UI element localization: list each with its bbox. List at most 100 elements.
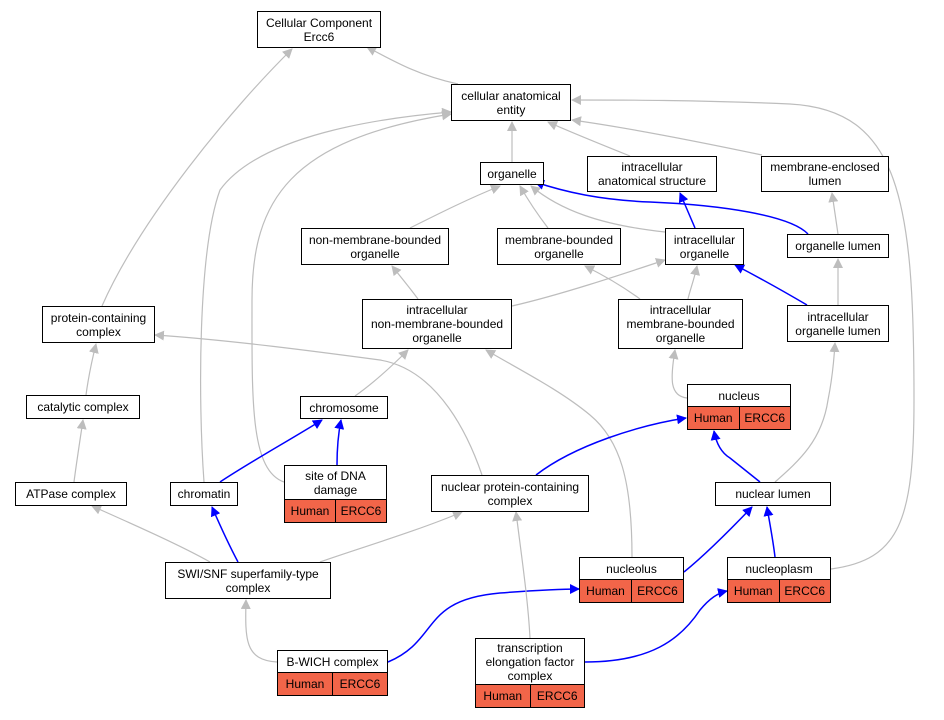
edge-is-a-cellular-anatomical-entity-to-cellular-component-ercc6 [366,46,459,85]
node-label: catalytic complex [37,400,129,414]
node-label: protein-containing complex [50,310,147,339]
node-label: Cellular Component Ercc6 [265,15,373,44]
node-label: nucleus [718,388,760,403]
annotation-row: Human ERCC6 [688,406,790,429]
edge-is-a-organelle-lumen-to-membrane-enclosed-lumen [828,192,839,235]
edge-is-a-transcription-elongation-factor-complex-to-nuclear-protein-containing-complex [512,511,531,639]
node-label: ATPase complex [26,487,116,501]
species-cell: Human [483,689,523,703]
edge-is-a-site-of-dna-damage-to-cellular-anatomical-entity [251,110,452,483]
edge-part-of-intracellular-organelle-lumen-to-intracellular-organelle [734,264,808,306]
edge-is-a-chromatin-to-cellular-anatomical-entity [199,107,452,483]
node-label: organelle lumen [795,239,881,253]
annotation-row: Human ERCC6 [476,684,584,707]
edge-part-of-nucleoplasm-to-nuclear-lumen [763,506,776,558]
annotation-row: Human ERCC6 [278,672,387,695]
edge-part-of-nuclear-lumen-to-nucleus [710,430,761,483]
node-nuclear-protein-containing-complex[interactable]: nuclear protein-containing complex [431,475,589,512]
species-cell: Human [693,411,733,425]
edge-is-a-membrane-enclosed-lumen-to-cellular-anatomical-entity [571,116,763,156]
edge-part-of-nucleolus-to-nuclear-lumen [683,506,753,573]
node-organelle[interactable]: organelle [480,162,544,185]
edge-is-a-intracellular-membrane-bounded-organelle-to-intracellular-organelle [687,265,701,300]
node-chromosome[interactable]: chromosome [300,396,388,419]
edge-is-a-membrane-bounded-organelle-to-organelle [519,185,549,229]
edge-is-a-swi-snf-superfamily-type-complex-to-atpase-complex [91,505,211,563]
node-organelle-lumen[interactable]: organelle lumen [787,234,889,258]
node-non-membrane-bounded-organelle[interactable]: non-membrane-bounded organelle [301,228,449,265]
node-site-of-dna-damage[interactable]: site of DNA damage Human ERCC6 [284,465,387,523]
node-label: intracellular anatomical structure [597,160,707,188]
node-protein-containing-complex[interactable]: protein-containing complex [42,306,155,343]
gene-cell: ERCC6 [332,673,387,695]
node-cellular-component-ercc6[interactable]: Cellular Component Ercc6 [257,11,381,48]
node-nucleus[interactable]: nucleus Human ERCC6 [687,384,791,430]
edge-is-a-intracellular-organelle-to-organelle [530,185,666,233]
node-b-wich-complex[interactable]: B-WICH complex Human ERCC6 [277,650,388,696]
edge-is-a-intracellular-anatomical-structure-to-cellular-anatomical-entity [547,121,631,157]
node-label: intracellular organelle lumen [795,309,881,338]
node-membrane-bounded-organelle[interactable]: membrane-bounded organelle [497,228,621,265]
gene-cell: ERCC6 [335,500,386,522]
node-intracellular-membrane-bounded-organelle[interactable]: intracellular membrane-bounded organelle [618,299,743,349]
node-label: nuclear protein-containing complex [440,479,580,508]
node-membrane-enclosed-lumen[interactable]: membrane-enclosed lumen [761,156,889,192]
edge-part-of-intracellular-organelle-to-intracellular-anatomical-structure [678,192,696,229]
node-intracellular-organelle[interactable]: intracellular organelle [665,228,744,265]
node-nucleoplasm[interactable]: nucleoplasm Human ERCC6 [727,557,831,603]
node-label: membrane-bounded organelle [504,232,614,261]
node-label: nucleolus [606,561,657,576]
node-label: cellular anatomical entity [461,88,561,117]
species-cell: Human [586,584,625,598]
edge-part-of-nuclear-protein-containing-complex-to-nucleus [535,414,687,476]
species-cell: Human [290,504,330,518]
edge-layer [73,46,915,663]
annotation-row: Human ERCC6 [728,579,830,602]
edge-part-of-organelle-lumen-to-organelle [534,180,809,235]
edge-is-a-nuclear-protein-containing-complex-to-protein-containing-complex [154,330,483,476]
gene-cell: ERCC6 [529,685,585,707]
node-swi-snf-superfamily-type-complex[interactable]: SWI/SNF superfamily-type complex [165,562,331,599]
edge-is-a-atpase-complex-to-catalytic-complex [73,419,87,483]
node-label: SWI/SNF superfamily-type complex [177,566,319,595]
node-nuclear-lumen[interactable]: nuclear lumen [715,482,831,506]
edge-is-a-protein-containing-complex-to-cellular-component-ercc6 [101,48,293,307]
node-nucleolus[interactable]: nucleolus Human ERCC6 [579,557,684,603]
gene-cell: ERCC6 [631,580,683,602]
node-label: intracellular non-membrane-bounded organ… [370,303,504,345]
node-label: B-WICH complex [286,654,379,669]
node-label: intracellular membrane-bounded organelle [626,303,735,345]
edge-is-a-nucleoplasm-to-cellular-anatomical-entity [571,95,915,570]
species-cell: Human [285,677,325,691]
node-intracellular-organelle-lumen[interactable]: intracellular organelle lumen [787,305,889,342]
node-label: chromosome [309,400,379,415]
edge-is-a-intracellular-non-membrane-bounded-organelle-to-intracellular-organelle [511,258,666,307]
node-label: organelle [487,166,537,181]
edge-part-of-site-of-dna-damage-to-chromosome [334,419,345,466]
node-label: chromatin [177,487,231,501]
node-label: site of DNA damage [305,468,366,497]
edge-is-a-b-wich-complex-to-swi-snf-superfamily-type-complex [240,599,278,663]
edge-part-of-transcription-elongation-factor-complex-to-nucleoplasm [584,588,728,663]
node-atpase-complex[interactable]: ATPase complex [15,482,127,506]
edge-is-a-catalytic-complex-to-protein-containing-complex [85,343,99,396]
edge-is-a-intracellular-non-membrane-bounded-organelle-to-non-membrane-bounded-organelle [391,265,419,300]
node-label: nucleoplasm [745,561,813,576]
node-intracellular-non-membrane-bounded-organelle[interactable]: intracellular non-membrane-bounded organ… [362,299,512,349]
node-cellular-anatomical-entity[interactable]: cellular anatomical entity [451,84,571,121]
edge-part-of-b-wich-complex-to-nucleolus [387,584,580,663]
node-intracellular-anatomical-structure[interactable]: intracellular anatomical structure [587,156,717,192]
edge-is-a-nuclear-lumen-to-intracellular-organelle-lumen [774,342,840,483]
node-catalytic-complex[interactable]: catalytic complex [26,395,140,419]
node-transcription-elongation-factor-complex[interactable]: transcription elongation factor complex … [475,638,585,708]
edge-part-of-chromatin-to-chromosome [219,419,323,483]
annotation-row: Human ERCC6 [580,579,683,602]
edge-is-a-chromosome-to-intracellular-non-membrane-bounded-organelle [354,349,409,397]
node-label: non-membrane-bounded organelle [308,232,442,261]
node-label: membrane-enclosed lumen [770,160,880,188]
edge-is-a-nucleolus-to-intracellular-non-membrane-bounded-organelle [485,349,633,558]
node-chromatin[interactable]: chromatin [170,482,238,506]
node-label: intracellular organelle [673,232,736,261]
node-label: nuclear lumen [735,487,811,501]
